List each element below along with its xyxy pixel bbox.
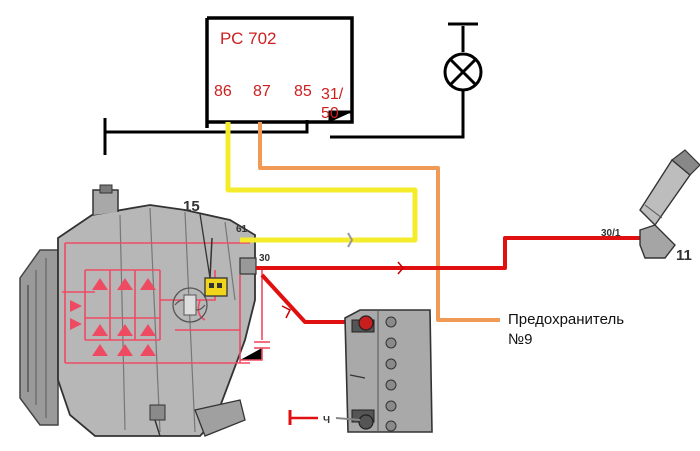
wire-connector-icon: [397, 261, 404, 275]
wire-connector-icon: [281, 305, 292, 319]
terminal-30-label: 30: [259, 253, 271, 264]
relay-rs702: [205, 16, 354, 128]
relay-pin-87: 87: [253, 83, 271, 100]
battery: [344, 309, 433, 433]
regulator-ref-label: 15: [183, 198, 200, 215]
red-wire-battery: [260, 273, 360, 324]
battery-ground-wire: [288, 410, 361, 425]
diode-icons: [70, 278, 156, 356]
yellow-wire: [225, 122, 418, 243]
indicator-lamp: [330, 22, 483, 139]
relay-pin-85: 85: [294, 83, 312, 100]
relay-name-label: РС 702: [220, 29, 277, 48]
ignition-switch: [639, 149, 700, 259]
stator-coil: [172, 287, 208, 323]
orange-wire: [258, 122, 500, 322]
red-wire-switch: [256, 236, 640, 270]
fuse-label-line1: Предохранитель: [508, 311, 624, 328]
wire-connector-icon: [347, 232, 354, 248]
fuse-label-line2: №9: [508, 331, 532, 348]
rectifier-circuit: [62, 242, 250, 364]
ground-wire-label: Ч: [323, 415, 330, 426]
switch-terminal-label: 30/1: [601, 228, 621, 239]
capacitor-icon: [240, 270, 270, 361]
relay-pin-86: 86: [214, 83, 232, 100]
terminal-61-label: 61: [236, 224, 248, 235]
switch-ref-label: 11: [676, 247, 692, 264]
relay-pin-31-line1: 31/: [321, 86, 344, 103]
regulator-leader-line: [199, 213, 211, 279]
alternator: [19, 184, 257, 437]
voltage-regulator-15: [204, 237, 228, 297]
relay-pin-31-line2: 50: [321, 105, 339, 122]
relay-ground-wire: [103, 118, 309, 155]
